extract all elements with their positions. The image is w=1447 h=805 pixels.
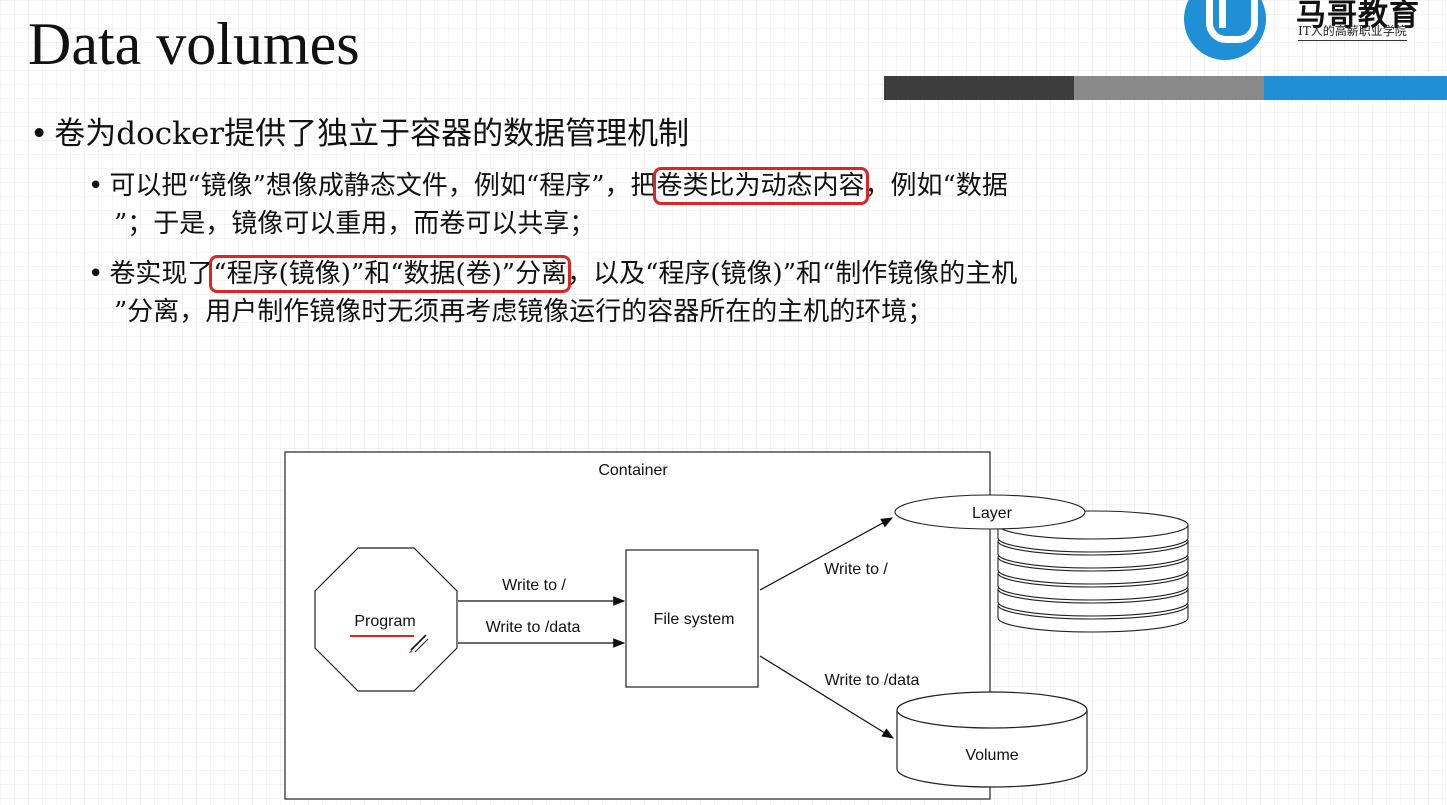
container-label: Container [598, 462, 668, 479]
bullet-main: •卷为docker提供了独立于容器的数据管理机制 [30, 112, 689, 156]
header-bar-gray [1074, 76, 1264, 100]
filesystem-box [625, 549, 759, 688]
label-write-root-1: Write to / [502, 577, 566, 594]
volume-cylinder [896, 691, 1088, 788]
bullet-main-text: 卷为docker提供了独立于容器的数据管理机制 [54, 116, 690, 152]
volume-label: Volume [965, 747, 1018, 764]
logo-slogan: IT人的高薪职业学院 [1298, 22, 1407, 41]
bullet-dot: • [88, 171, 104, 201]
bullet-sub-2-text-b: ，以及“程序(镜像)”和“制作镜像的主机 [567, 259, 1018, 289]
filesystem-label: File system [654, 611, 735, 628]
label-write-root-2: Write to / [824, 561, 888, 578]
highlight-box-dynamic-content: 卷类比为动态内容 [652, 167, 869, 205]
bullet-sub-1-line2: ”；于是，镜像可以重用，而卷可以共享； [114, 209, 596, 239]
program-label: Program [354, 613, 415, 630]
highlight-box-separation: “程序(镜像)”和“数据(卷)”分离 [209, 255, 572, 293]
header-bar-blue [1264, 76, 1447, 100]
header-bar-dark [884, 76, 1074, 100]
bullet-sub-2: •卷实现了“程序(镜像)”和“数据(卷)”分离，以及“程序(镜像)”和“制作镜像… [88, 255, 1018, 293]
bullet-sub-1: •可以把“镜像”想像成静态文件，例如“程序”，把卷类比为动态内容，例如“数据 [88, 167, 1008, 205]
layer-top-disk [894, 494, 1086, 530]
bullet-sub-1-text-b: ，例如“数据 [864, 171, 1008, 201]
bullet-sub-2-text-a: 卷实现了 [109, 259, 214, 289]
label-write-data-2: Write to /data [825, 672, 920, 689]
bullet-dot: • [30, 116, 49, 152]
bullet-dot: • [88, 259, 104, 289]
bullet-sub-1-text-a: 可以把“镜像”想像成静态文件，例如“程序”，把 [109, 171, 657, 201]
logo-name: 马哥教育 [1296, 0, 1420, 33]
slide-title: Data volumes [28, 11, 360, 77]
pen-cursor-icon [409, 634, 429, 653]
program-octagon [314, 547, 458, 692]
layer-stack [894, 494, 1189, 633]
arrow-write-data-2 [759, 655, 895, 739]
arrow-write-root-2 [759, 517, 894, 591]
label-write-data-1: Write to /data [486, 619, 581, 636]
bullet-sub-2-line2: ”分离，用户制作镜像时无须再考虑镜像运行的容器所在的主机的环境； [114, 297, 934, 327]
brand-logo: 马哥教育 IT人的高薪职业学院 [1170, 0, 1447, 70]
layer-label: Layer [972, 505, 1013, 522]
